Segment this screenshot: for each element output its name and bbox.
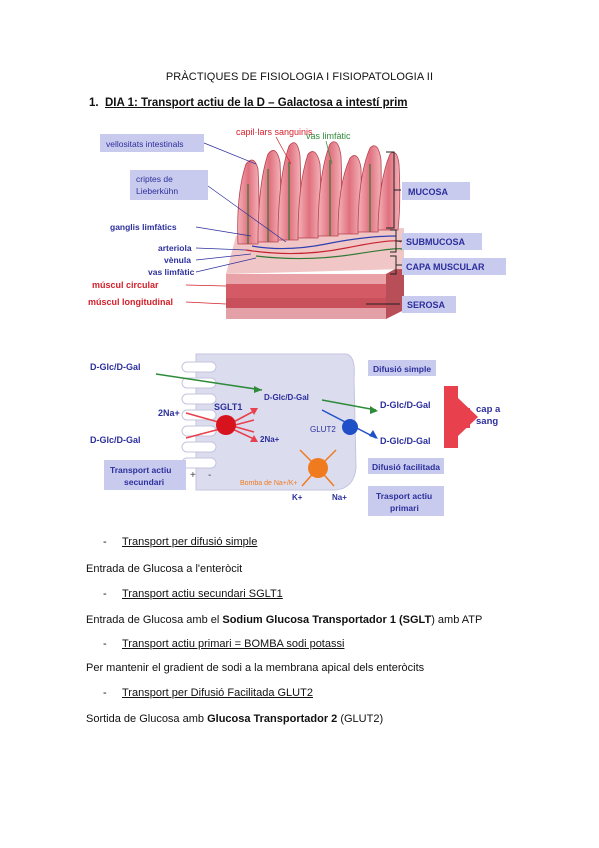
label-dglc-out2: D-Glc/D-Gal: [380, 436, 431, 446]
label-glut2: GLUT2: [310, 425, 336, 434]
label-transport-primari-2: primari: [390, 503, 419, 513]
section-heading: 1. DIA 1: Transport actiu de la D – Gala…: [89, 97, 408, 109]
label-arteriola: arteriola: [158, 243, 192, 253]
para-1: Entrada de Glucosa a l'enteròcit: [86, 563, 243, 575]
label-cap-a-sang-1: cap a: [476, 404, 501, 415]
label-dglc-mid: D-Glc/D-Gal: [264, 393, 309, 402]
enterocyte-cell: [195, 353, 357, 491]
label-k: K+: [292, 493, 303, 502]
microvilli: [181, 361, 217, 469]
label-sglt1: SGLT1: [214, 402, 242, 412]
label-transport-primari-1: Trasport actiu: [376, 491, 432, 501]
label-transport-secundari-1: Transport actiu: [110, 465, 171, 475]
label-serosa: SEROSA: [407, 300, 446, 310]
label-plus: +: [190, 470, 196, 481]
sglt1-transporter: [216, 415, 236, 435]
label-ganglis: ganglis limfàtics: [110, 222, 177, 232]
label-bomba: Bomba de Na+/K+: [240, 480, 298, 487]
document-title: PRÀCTIQUES DE FISIOLOGIA I FISIOPATOLOGI…: [165, 71, 434, 83]
label-difusio-simple: Difusió simple: [373, 364, 431, 374]
label-criptes-1: criptes de: [136, 174, 173, 184]
label-vellositats: vellositats intestinals: [106, 139, 183, 149]
cap-a-sang-arrow: [444, 386, 470, 448]
bullet-3-text: Transport actiu primari = BOMBA sodi pot…: [122, 638, 345, 650]
label-capa-muscular: CAPA MUSCULAR: [406, 262, 485, 272]
label-na: Na+: [332, 493, 347, 502]
label-vas-limfatic: vas limfàtic: [148, 267, 195, 277]
label-mucosa: MUCOSA: [408, 187, 448, 197]
label-2na-right: 2Na+: [260, 435, 280, 444]
label-transport-secundari-2: secundari: [124, 477, 164, 487]
bullet-3: - Transport actiu primari = BOMBA sodi p…: [103, 638, 345, 650]
na-k-pump: [308, 458, 328, 478]
label-dglc-left: D-Glc/D-Gal: [90, 435, 141, 445]
intestinal-wall-figure: vellositats intestinals criptes de Liebe…: [88, 127, 506, 319]
label-muscul-circular: múscul circular: [92, 280, 159, 290]
label-criptes-2: Lieberkühn: [136, 186, 178, 196]
bullet-1: - Transport per difusió simple: [103, 536, 258, 548]
bullet-4: - Transport per Difusió Facilitada GLUT2: [103, 687, 313, 699]
bullet-1-text: Transport per difusió simple: [122, 536, 258, 548]
heading-number: 1.: [89, 97, 99, 109]
label-difusio-facilitada: Difusió facilitada: [372, 462, 440, 472]
bullet-2-text: Transport actiu secundari SGLT1: [122, 588, 283, 600]
label-dglc-out1: D-Glc/D-Gal: [380, 400, 431, 410]
bullet-2: - Transport actiu secundari SGLT1: [103, 588, 283, 600]
transport-diagram: D-Glc/D-Gal D-Glc/D-Gal 2Na+ D-Glc/D-Gal…: [90, 353, 501, 516]
label-capillars: capil·lars sanguinis: [236, 127, 313, 137]
para-2: Entrada de Glucosa amb el Sodium Glucosa…: [86, 614, 483, 626]
label-muscul-longitudinal: múscul longitudinal: [88, 297, 173, 307]
label-cap-a-sang-2: sang: [476, 416, 498, 427]
label-vas-limfatic-top: vas limfàtic: [306, 131, 351, 141]
label-dglc-in: D-Glc/D-Gal: [90, 362, 141, 372]
heading-text: DIA 1: Transport actiu de la D – Galacto…: [105, 97, 408, 109]
label-2na-left: 2Na+: [158, 408, 180, 418]
tissue-block: [226, 141, 404, 319]
para-3: Per mantenir el gradient de sodi a la me…: [86, 662, 425, 674]
para-4: Sortida de Glucosa amb Glucosa Transport…: [86, 713, 384, 725]
label-venula: vènula: [164, 255, 191, 265]
label-submucosa: SUBMUCOSA: [406, 237, 466, 247]
bullet-4-text: Transport per Difusió Facilitada GLUT2: [122, 687, 313, 699]
label-minus: -: [208, 470, 211, 481]
